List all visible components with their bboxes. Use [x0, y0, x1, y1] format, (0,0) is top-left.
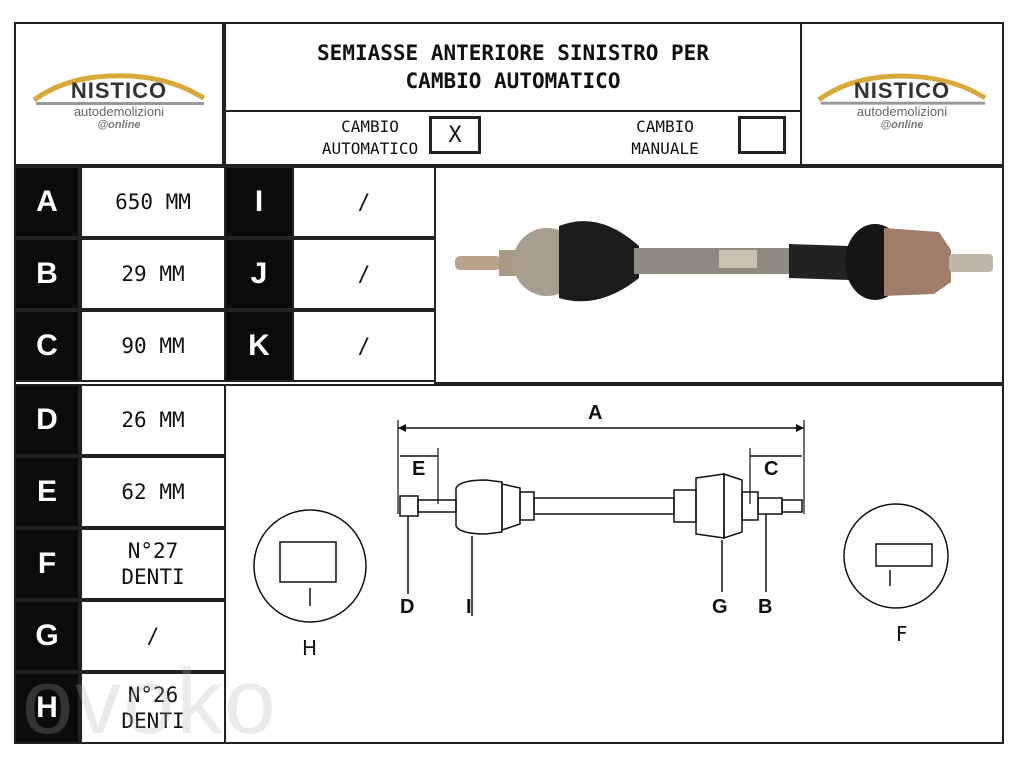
spec-value-line1: N°27 [127, 539, 179, 563]
spec-letter-h: H [14, 672, 80, 744]
option-manual-label: CAMBIO MANUALE [631, 117, 699, 158]
spec-value-e: 62 MM [80, 456, 226, 528]
logo-online: @online [880, 118, 924, 131]
inset-label-h: H [302, 636, 318, 660]
spec-value-a: 650 MM [80, 166, 226, 238]
dim-label-i: I [466, 596, 472, 618]
logo-sub: autodemolizioni [856, 103, 948, 119]
title-line-2: CAMBIO AUTOMATICO [405, 69, 621, 93]
logo-name: NISTICO [70, 77, 168, 103]
drive-shaft-diagram [253, 420, 949, 623]
spec-value-k: / [292, 310, 436, 382]
product-photo [434, 166, 1004, 384]
spec-value-line2: DENTI [121, 565, 185, 589]
title-box: SEMIASSE ANTERIORE SINISTRO PER CAMBIO A… [224, 22, 802, 112]
dim-label-e: E [412, 458, 426, 480]
car-silhouette-icon [817, 73, 987, 105]
spec-letter-f: F [14, 528, 80, 600]
dim-label-g: G [712, 596, 728, 618]
spec-letter-g: G [14, 600, 80, 672]
spec-letter-c: C [14, 310, 80, 382]
logo-left: NISTICO autodemolizioni @online [14, 22, 224, 166]
dim-label-c: C [764, 458, 779, 480]
spec-value-i: / [292, 166, 436, 238]
spec-value-c: 90 MM [80, 310, 226, 382]
spec-value-line1: 90 MM [121, 334, 185, 358]
spec-value-line1: 29 MM [121, 262, 185, 286]
spec-value-line1: N°26 [127, 683, 179, 707]
logo-sub: autodemolizioni [73, 103, 165, 119]
spec-value-line1: 26 MM [121, 408, 185, 432]
spec-value-b: 29 MM [80, 238, 226, 310]
spec-letter-b: B [14, 238, 80, 310]
spec-letter-d: D [14, 384, 80, 456]
option-automatic-checkbox[interactable]: X [429, 116, 481, 154]
spec-value-d: 26 MM [80, 384, 226, 456]
spec-letter-e: E [14, 456, 80, 528]
dim-label-d: D [400, 596, 415, 618]
watermark-text: ovoko [22, 651, 278, 753]
dim-label-a: A [588, 402, 603, 424]
diagram-area [224, 384, 1004, 744]
spec-value-j: / [292, 238, 436, 310]
spec-value-line1: / [146, 624, 160, 648]
title-line-1: SEMIASSE ANTERIORE SINISTRO PER [317, 41, 709, 65]
car-silhouette-icon [32, 72, 206, 105]
logo-name: NISTICO [853, 77, 951, 103]
logo-online: @online [97, 118, 141, 131]
spec-value-line1: 62 MM [121, 480, 185, 504]
spec-value-line1: 650 MM [115, 190, 191, 214]
logo-right: NISTICO autodemolizioni @online [800, 22, 1004, 166]
spec-value-line2: DENTI [121, 709, 185, 733]
spec-letter-k: K [224, 310, 294, 382]
option-automatic-label: CAMBIO AUTOMATICO [321, 117, 419, 158]
dim-label-b: B [758, 596, 773, 618]
spec-letter-i: I [224, 166, 294, 238]
spec-letter-a: A [14, 166, 80, 238]
inset-label-f: F [896, 622, 908, 646]
drive-shaft-photo [455, 221, 993, 302]
spec-letter-j: J [224, 238, 294, 310]
option-manual-checkbox[interactable] [738, 116, 786, 154]
